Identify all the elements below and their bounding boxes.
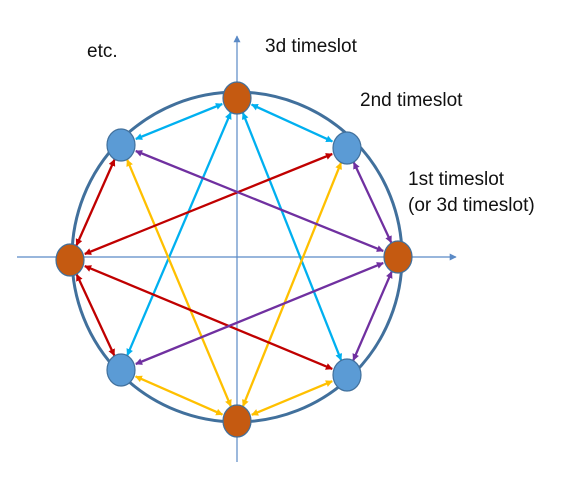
- second-timeslot-label: 2nd timeslot: [360, 90, 463, 111]
- node-upper-left: [106, 128, 136, 162]
- edge-top-lr: [241, 112, 343, 361]
- edge-ll-right: [135, 261, 384, 366]
- node-right: [383, 240, 413, 274]
- node-left: [55, 243, 85, 277]
- edge-left-ur: [84, 152, 333, 256]
- first-timeslot-alt-label: (or 3d timeslot): [408, 195, 535, 216]
- node-bottom: [222, 404, 252, 438]
- first-timeslot-label: 1st timeslot: [408, 169, 505, 190]
- edge-ul-top: [135, 102, 223, 141]
- edge-ul-right: [135, 149, 384, 253]
- third-timeslot-label: 3d timeslot: [265, 36, 357, 57]
- node-lower-left: [106, 353, 136, 387]
- etc-label: etc.: [87, 41, 118, 62]
- node-lower-right: [332, 358, 362, 392]
- edge-ll-top: [126, 112, 232, 356]
- edge-right-lr: [352, 271, 393, 361]
- edge-ll-bot: [134, 375, 224, 416]
- edge-ur-right: [352, 161, 393, 244]
- node-upper-right: [332, 131, 362, 165]
- edge-ul-bot: [126, 159, 232, 407]
- node-top: [222, 81, 252, 115]
- edge-top-ur: [250, 103, 334, 143]
